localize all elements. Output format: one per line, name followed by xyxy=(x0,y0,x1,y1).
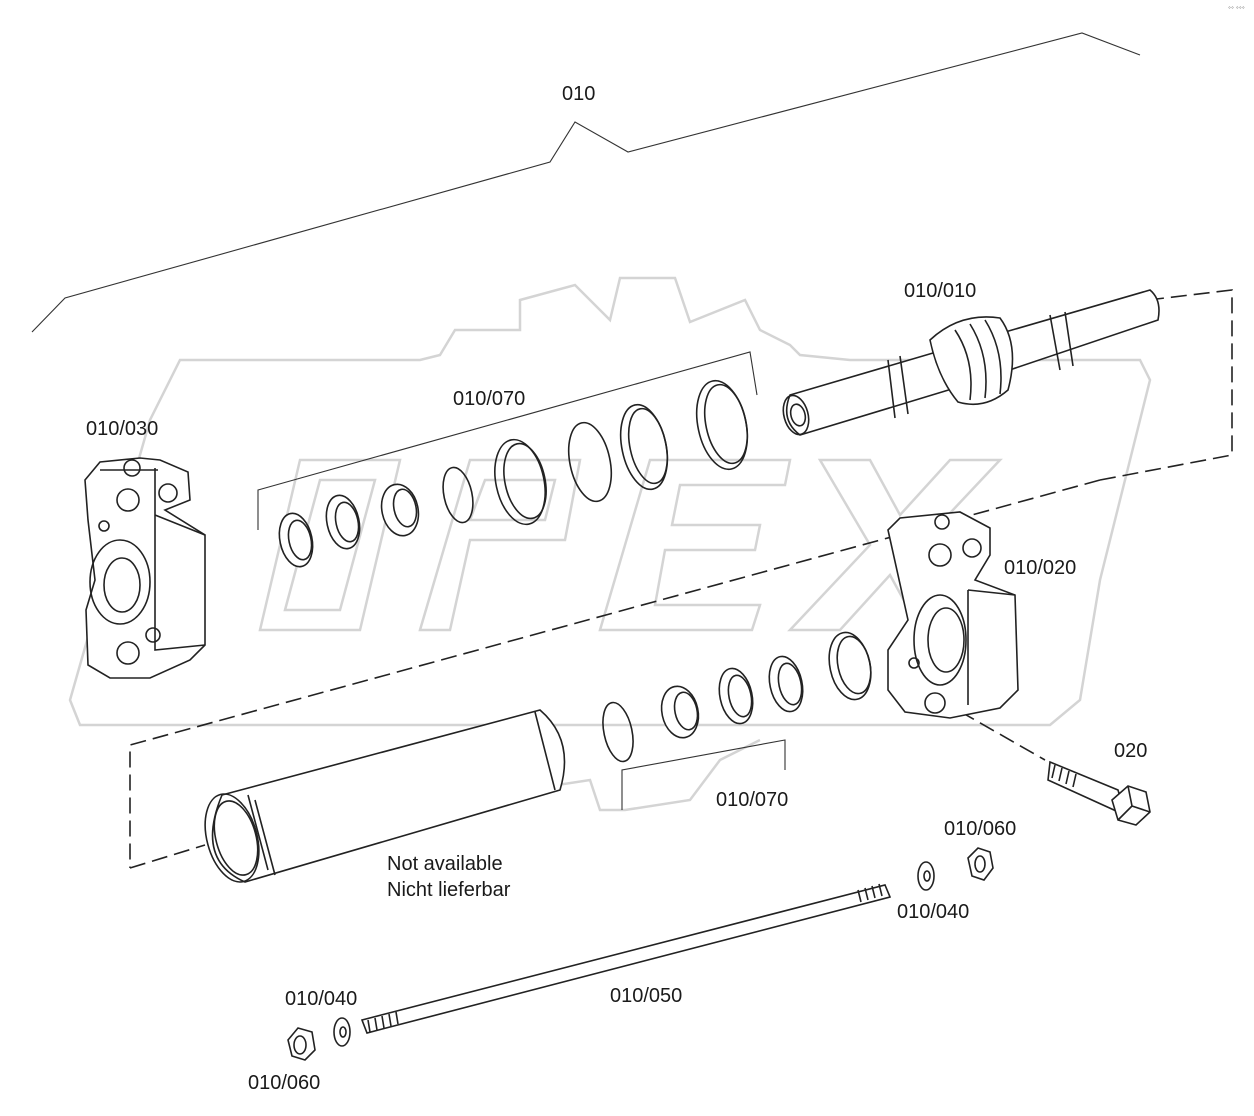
end-cap-right xyxy=(887,511,1019,719)
corner-mark: °° °°° xyxy=(1228,6,1245,13)
label-washer-left: 010/040 xyxy=(285,988,358,1010)
nut-right xyxy=(967,847,994,881)
piston-rod xyxy=(782,289,1160,436)
bolt xyxy=(1047,760,1151,826)
label-bolt: 020 xyxy=(1114,740,1148,762)
label-end-cap-right: 010/020 xyxy=(1004,557,1077,579)
note-nicht-lieferbar: Nicht lieferbar xyxy=(387,879,511,901)
washer-left xyxy=(333,1017,351,1047)
seal-kit-upper xyxy=(257,351,758,568)
label-washer-right: 010/040 xyxy=(897,901,970,923)
end-cap-left xyxy=(84,457,206,679)
label-nut-left: 010/060 xyxy=(248,1072,321,1094)
assembly-axis-lines xyxy=(129,289,1233,869)
label-tie-rod: 010/050 xyxy=(610,985,683,1007)
label-assembly: 010 xyxy=(562,83,596,105)
cylinder-tube xyxy=(204,709,566,883)
label-end-cap-left: 010/030 xyxy=(86,418,159,440)
seal-kit-lower xyxy=(602,631,872,810)
label-seal-kit-lower: 010/070 xyxy=(716,789,789,811)
assembly-bracket xyxy=(31,32,1141,333)
note-not-available: Not available xyxy=(387,853,503,875)
label-seal-kit-upper: 010/070 xyxy=(453,388,526,410)
label-nut-right: 010/060 xyxy=(944,818,1017,840)
label-piston-rod: 010/010 xyxy=(904,280,977,302)
washer-right xyxy=(917,861,935,891)
nut-left xyxy=(287,1027,316,1061)
tie-rod xyxy=(360,883,892,1034)
